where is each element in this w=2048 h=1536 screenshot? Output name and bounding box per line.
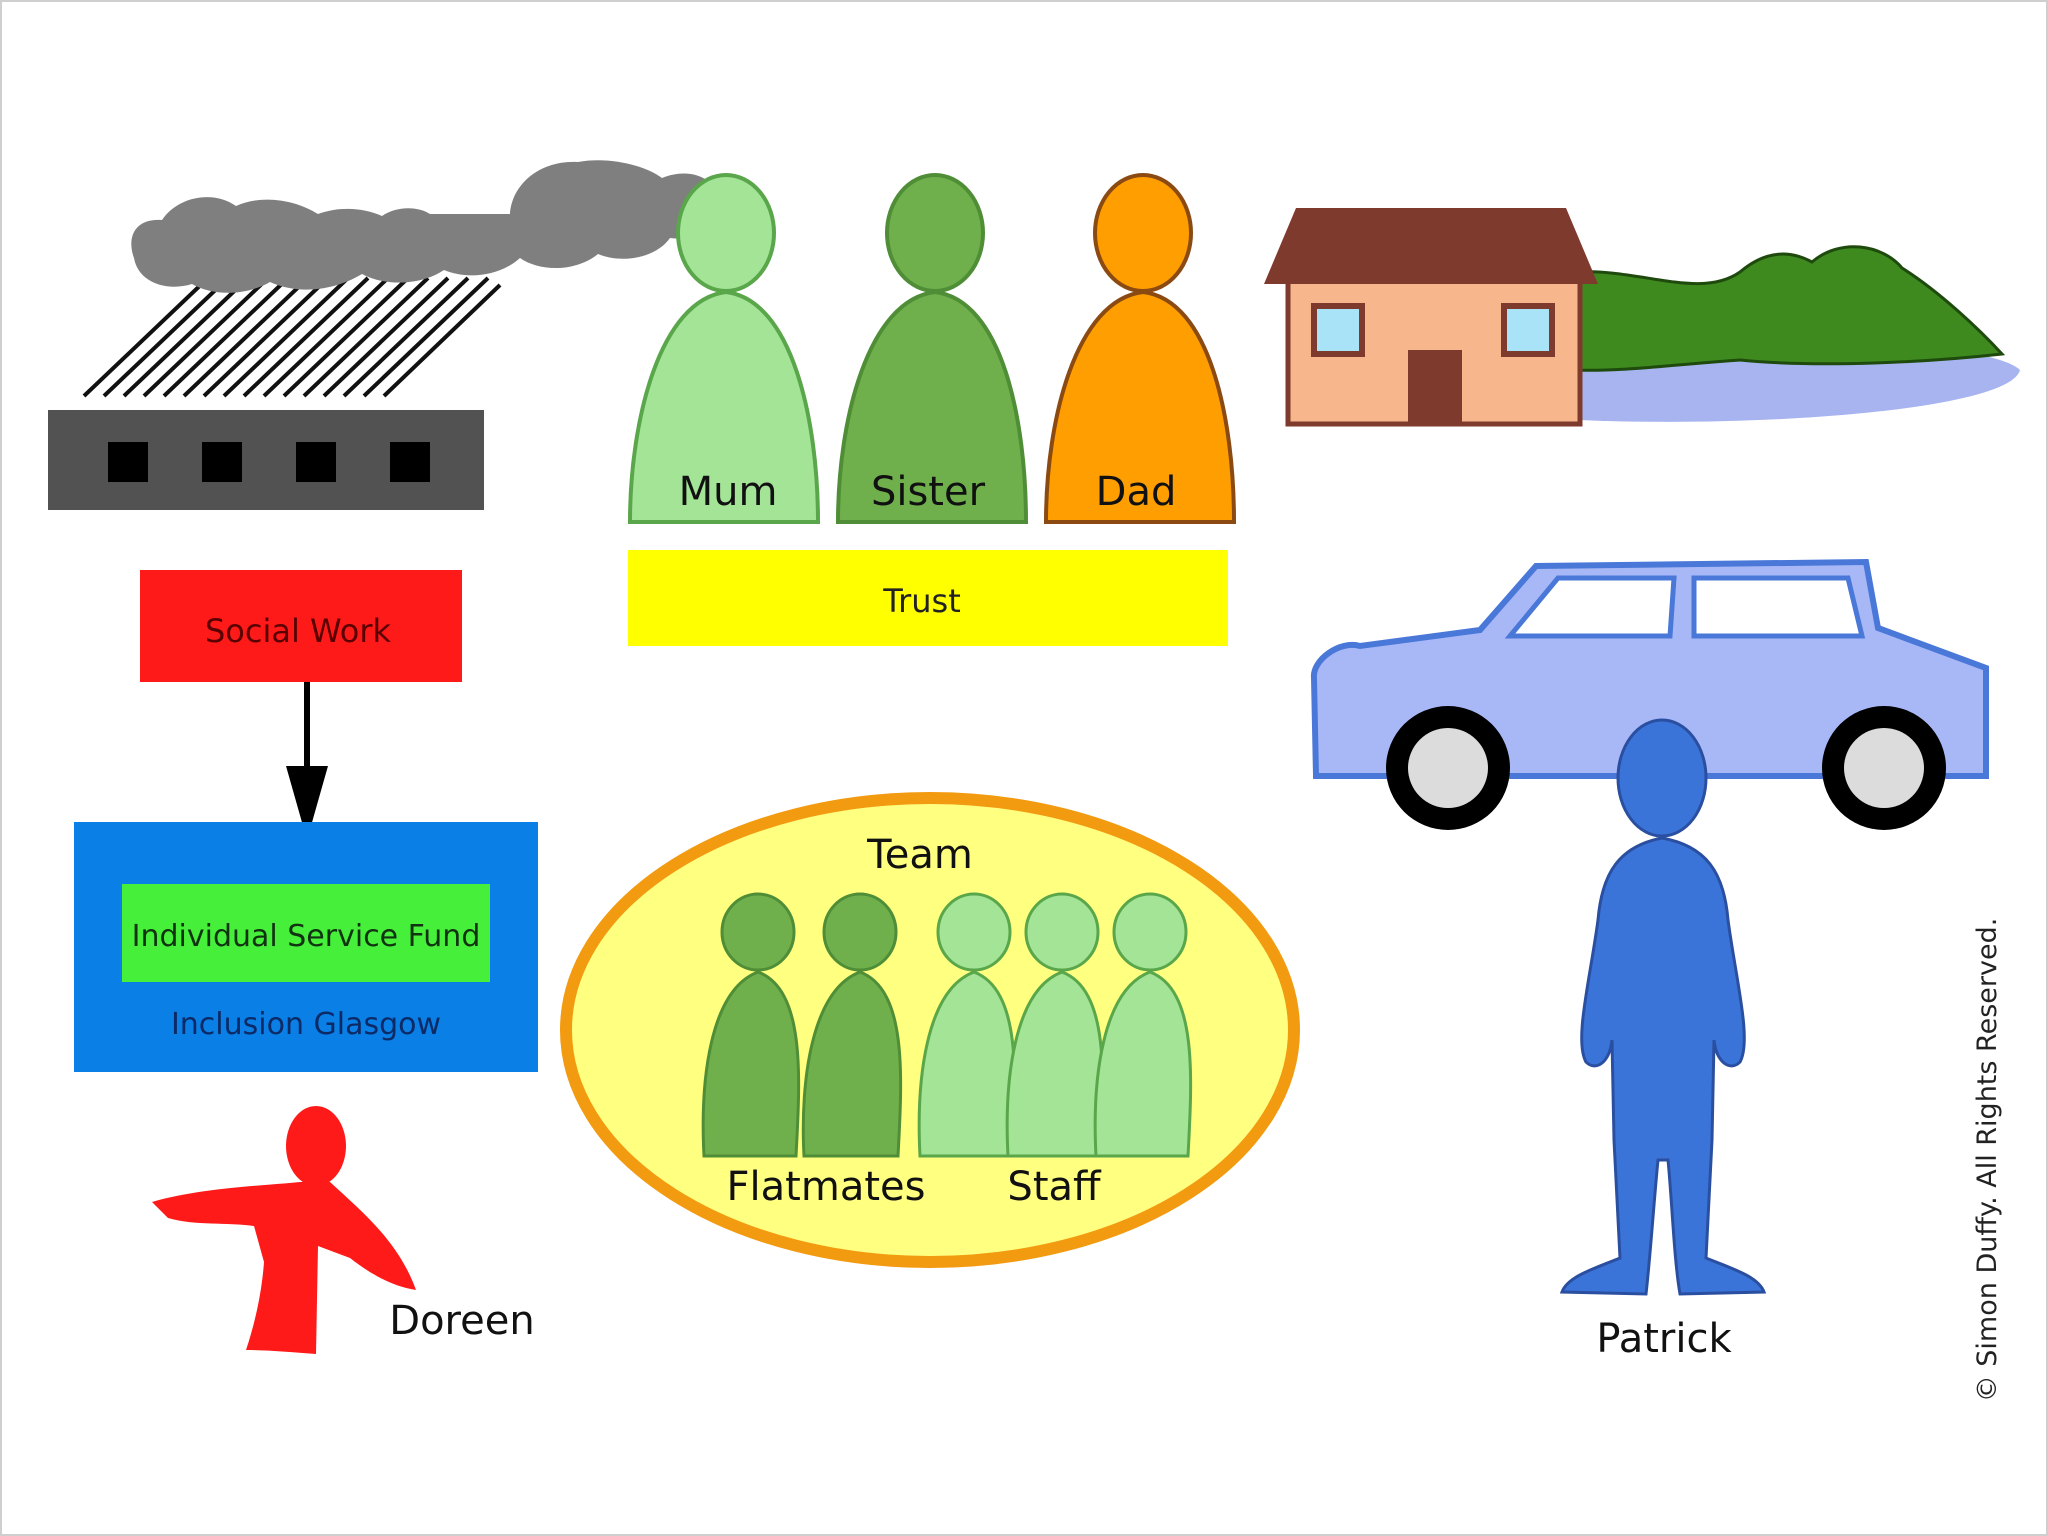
- social-work-box: Social Work: [140, 570, 462, 682]
- figure-patrick: Patrick: [1559, 718, 1767, 1362]
- label-inclusion-glasgow: Inclusion Glasgow: [171, 1007, 441, 1042]
- inclusion-glasgow-box: Individual Service Fund Inclusion Glasgo…: [74, 822, 538, 1072]
- label-mum: Mum: [679, 469, 778, 515]
- label-staff: Staff: [1007, 1164, 1102, 1210]
- arrow-down-icon: [286, 682, 328, 840]
- figure-mum-head: [676, 173, 776, 293]
- smoke-cloud-icon: [131, 160, 717, 293]
- figure-patrick-body: [1559, 836, 1767, 1296]
- figure-dad-body: [1043, 289, 1237, 524]
- label-doreen: Doreen: [389, 1298, 534, 1344]
- label-patrick: Patrick: [1596, 1316, 1732, 1362]
- label-sister: Sister: [871, 469, 986, 515]
- label-trust: Trust: [882, 582, 961, 620]
- figure-flatmate: [801, 892, 903, 1158]
- hills-icon: [1572, 245, 2006, 372]
- figure-doreen: Doreen: [152, 1106, 535, 1354]
- label-team: Team: [866, 832, 973, 878]
- factory-icon: [48, 410, 484, 510]
- figure-dad-head: [1093, 173, 1193, 293]
- figure-mum: Mum: [627, 173, 821, 524]
- figure-doreen-body: [152, 1182, 416, 1354]
- figure-staff: [1005, 892, 1105, 1158]
- rain-icon: [82, 276, 502, 398]
- copyright-text: © Simon Duffy. All Rights Reserved.: [1972, 918, 2003, 1403]
- team-group: Team Flatmates Staff: [560, 792, 1300, 1268]
- figure-flatmate: [701, 892, 801, 1158]
- label-social-work: Social Work: [205, 612, 392, 650]
- figure-dad: Dad: [1043, 173, 1237, 524]
- figure-mum-body: [627, 289, 821, 524]
- house-icon: [1264, 208, 1598, 427]
- figure-staff: [1093, 892, 1193, 1158]
- label-individual-service-fund: Individual Service Fund: [132, 919, 481, 954]
- car-icon: [1311, 558, 1989, 830]
- figure-sister-body: [835, 289, 1029, 524]
- label-dad: Dad: [1096, 469, 1177, 515]
- figure-sister-head: [885, 173, 985, 293]
- trust-box: Trust: [628, 550, 1228, 646]
- figure-sister: Sister: [835, 173, 1029, 524]
- figure-doreen-head: [286, 1106, 346, 1186]
- figure-patrick-head: [1616, 718, 1708, 838]
- label-flatmates: Flatmates: [727, 1164, 926, 1210]
- individual-service-fund-box: [122, 884, 490, 982]
